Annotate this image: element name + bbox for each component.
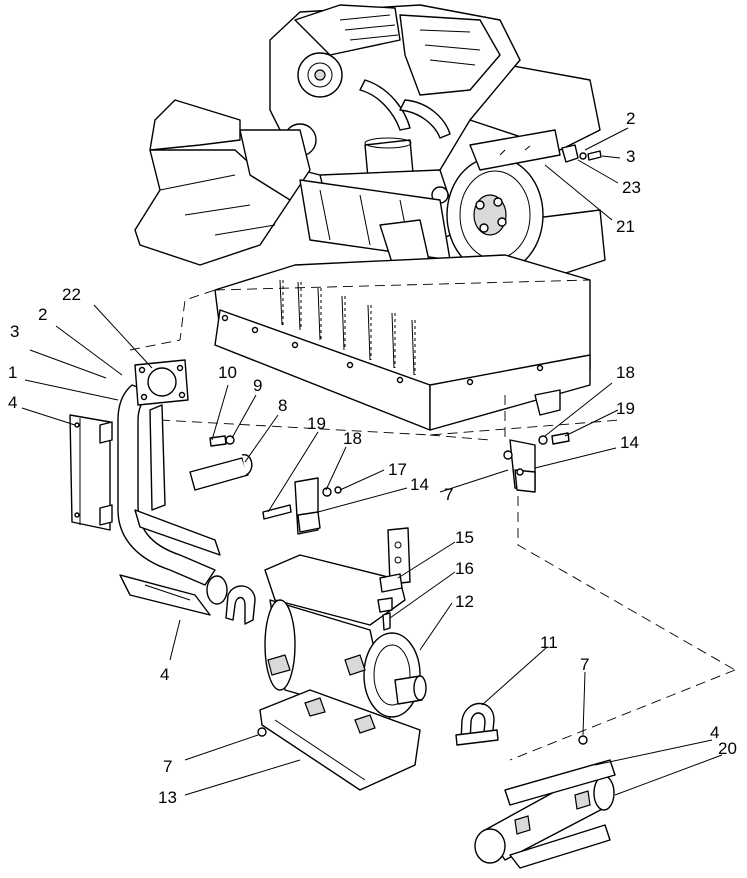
callout-13: 13 bbox=[158, 788, 177, 807]
callout-21: 21 bbox=[616, 217, 635, 236]
callout-3-left: 3 bbox=[10, 322, 19, 341]
callout-9: 9 bbox=[253, 376, 262, 395]
callout-7-mid: 7 bbox=[444, 485, 453, 504]
callout-22: 22 bbox=[62, 285, 81, 304]
u-clamp bbox=[455, 703, 499, 746]
frame-shroud bbox=[134, 99, 451, 273]
callout-2-top: 2 bbox=[626, 109, 635, 128]
exhaust-pipe bbox=[117, 359, 228, 605]
callout-4-bottom-right: 4 bbox=[710, 723, 719, 742]
callout-23: 23 bbox=[622, 178, 641, 197]
callout-10: 10 bbox=[218, 363, 237, 382]
callout-11: 11 bbox=[540, 633, 558, 652]
callout-4-bottom-left: 4 bbox=[160, 665, 169, 684]
callout-8: 8 bbox=[278, 396, 287, 415]
callout-14-right: 14 bbox=[620, 433, 639, 452]
callout-18-right: 18 bbox=[616, 363, 635, 382]
callout-17: 17 bbox=[388, 460, 407, 479]
callout-16: 16 bbox=[455, 559, 474, 578]
phantom-lines bbox=[129, 279, 736, 761]
tailpipe bbox=[474, 735, 616, 869]
bracket-8-assembly bbox=[189, 435, 253, 491]
callout-2-left: 2 bbox=[38, 305, 47, 324]
muffler-heat-shield bbox=[257, 689, 421, 791]
leader-lines bbox=[21, 127, 723, 796]
muffler bbox=[225, 554, 427, 721]
hanger-bracket bbox=[379, 527, 411, 631]
muffler-brackets bbox=[262, 432, 570, 535]
callout-18-left: 18 bbox=[343, 429, 362, 448]
callout-1: 1 bbox=[8, 363, 17, 382]
callout-7-bottom-left: 7 bbox=[163, 757, 172, 776]
pipe-heat-shield bbox=[119, 509, 221, 616]
callout-7-bottom-right: 7 bbox=[580, 655, 589, 674]
callout-4-left: 4 bbox=[8, 393, 17, 412]
callout-14-left: 14 bbox=[410, 475, 429, 494]
callout-20: 20 bbox=[718, 739, 737, 758]
bracket-vertical-left bbox=[69, 414, 113, 531]
callout-12: 12 bbox=[455, 592, 474, 611]
callout-3-top: 3 bbox=[626, 147, 635, 166]
callout-19-right: 19 bbox=[616, 399, 635, 418]
callout-labels: 2 3 23 21 22 2 3 1 4 10 9 8 19 18 17 14 … bbox=[8, 109, 737, 807]
callout-15: 15 bbox=[455, 528, 474, 547]
callout-19-left: 19 bbox=[307, 414, 326, 433]
base-pan bbox=[214, 254, 591, 431]
